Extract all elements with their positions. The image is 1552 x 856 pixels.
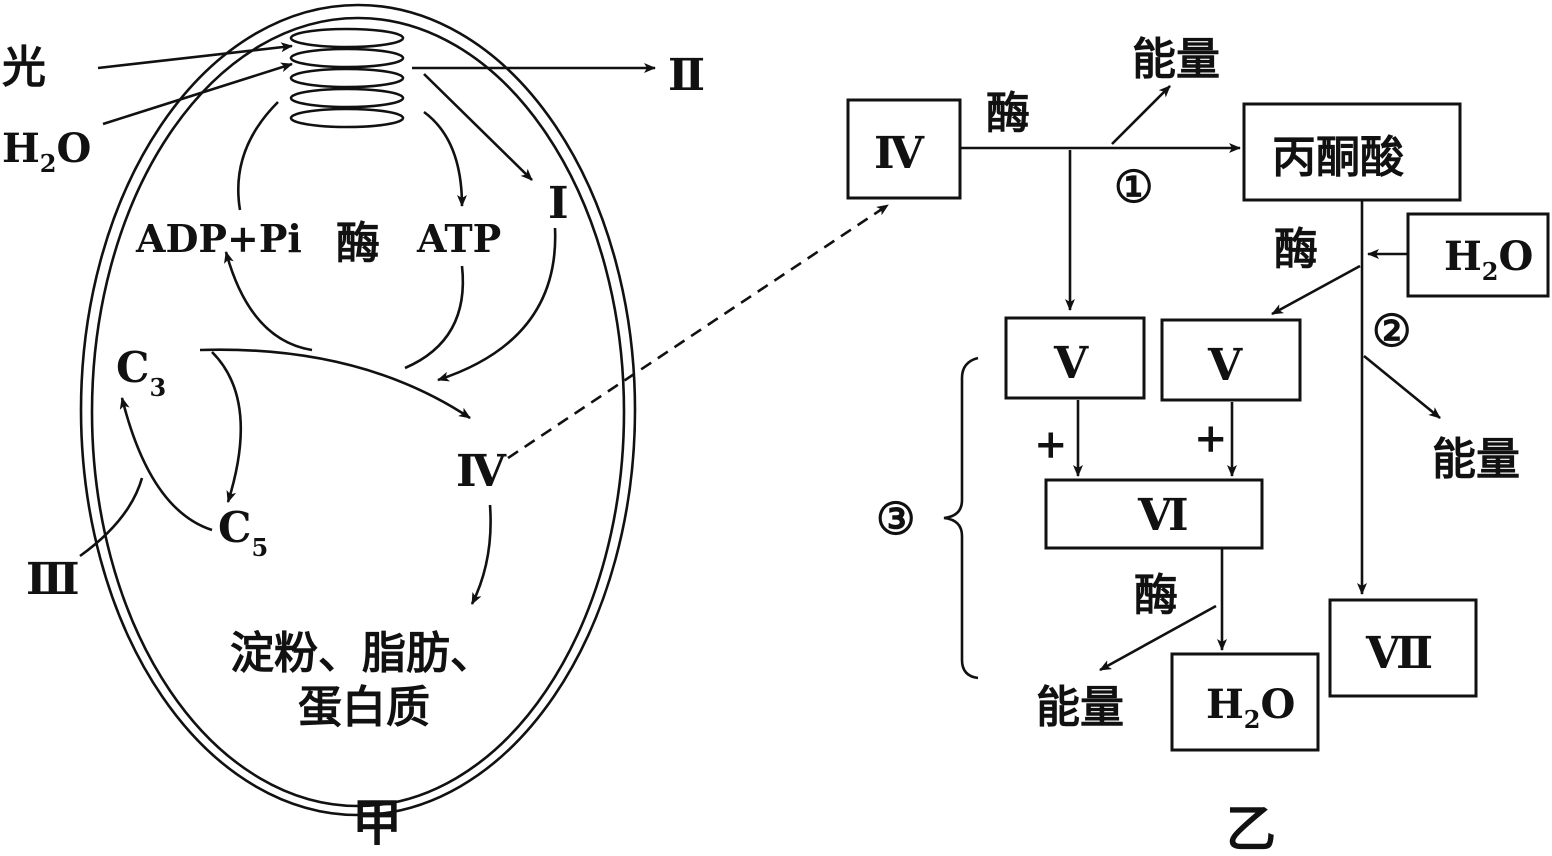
product-ii-label: Ⅱ bbox=[668, 50, 705, 101]
water-input-arrow bbox=[102, 62, 293, 126]
c5-to-c3-arrow bbox=[119, 397, 213, 532]
box-vi-label: Ⅵ bbox=[1137, 490, 1189, 541]
step3-label: ③ bbox=[876, 494, 915, 545]
light-label: 光 bbox=[2, 42, 46, 93]
caption-jia: 甲 bbox=[352, 793, 402, 852]
box-pyruvate bbox=[1242, 102, 1462, 202]
pyruvate-to-v-right-arrow bbox=[1271, 264, 1361, 316]
iii-label: Ⅲ bbox=[26, 554, 80, 605]
energy-right-label: 能量 bbox=[1432, 434, 1520, 485]
chloroplast-outer-membrane bbox=[79, 3, 637, 817]
box-vii bbox=[1328, 598, 1478, 698]
thylakoid-stack bbox=[289, 27, 405, 129]
product-i-label: Ⅰ bbox=[548, 178, 569, 229]
box-v-right bbox=[1160, 318, 1302, 402]
box-v-left-label: Ⅴ bbox=[1053, 338, 1089, 389]
enzyme-top: 酶 bbox=[986, 88, 1030, 139]
energy-bottom-label: 能量 bbox=[1036, 682, 1124, 733]
energy-right-arrow bbox=[1363, 354, 1441, 420]
i-to-iv-arrow bbox=[437, 227, 557, 382]
iv-label-left: Ⅳ bbox=[456, 446, 507, 497]
c3-label: C3 bbox=[116, 343, 166, 402]
box-water-out bbox=[1170, 652, 1320, 752]
box-vii-label: Ⅶ bbox=[1365, 628, 1433, 679]
storage-line1: 淀粉、脂肪、 bbox=[230, 628, 494, 679]
step1-label: ① bbox=[1114, 162, 1153, 213]
box-v-left bbox=[1004, 316, 1146, 400]
chloroplast-inner-membrane bbox=[90, 16, 626, 808]
energy-top-label: 能量 bbox=[1132, 34, 1220, 85]
caption-yi: 乙 bbox=[1226, 799, 1276, 856]
atp-to-c3-curve bbox=[404, 265, 465, 370]
plus-right: + bbox=[1194, 415, 1228, 462]
thylakoid-to-atp-arrow bbox=[423, 110, 467, 207]
plus-left: + bbox=[1034, 421, 1068, 468]
light-arrow bbox=[97, 42, 293, 70]
iv-to-storage-arrow bbox=[470, 504, 492, 605]
water-right-label: H2O bbox=[1444, 233, 1533, 286]
enzyme-bottom: 酶 bbox=[1134, 570, 1178, 621]
step2-label: ② bbox=[1372, 306, 1411, 357]
c3-to-adp-arrow bbox=[224, 251, 313, 352]
iv-link-dashed bbox=[507, 203, 889, 460]
step3-brace bbox=[943, 356, 979, 680]
pyruvate-label: 丙酮酸 bbox=[1272, 132, 1405, 183]
water-input-label: H2O bbox=[2, 125, 91, 178]
product-i-arrow bbox=[423, 73, 533, 181]
respiration-panel: Ⅳ 酶 能量 ① 丙酮酸 酶 H2O ② 能量 Ⅴ Ⅴ + + Ⅵ bbox=[846, 34, 1550, 856]
adp-label: ADP+Pi bbox=[135, 216, 302, 261]
storage-line2: 蛋白质 bbox=[298, 682, 430, 733]
enzyme-right: 酶 bbox=[1274, 224, 1318, 275]
adp-to-thylakoid-curve bbox=[236, 101, 279, 211]
box-iv-label: Ⅳ bbox=[874, 128, 925, 179]
c5-label: C5 bbox=[218, 503, 268, 562]
energy-top-arrow bbox=[1111, 85, 1171, 145]
chloroplast-panel: 光 H2O Ⅱ Ⅰ ADP+Pi 酶 ATP C3 C5 Ⅲ Ⅳ 淀粉、 bbox=[2, 3, 705, 852]
energy-bottom-arrow bbox=[1099, 604, 1217, 672]
atp-label: ATP bbox=[416, 216, 501, 261]
enzyme-label-left: 酶 bbox=[336, 218, 380, 269]
iii-input-line bbox=[79, 477, 144, 558]
water-out-label: H2O bbox=[1206, 681, 1295, 734]
box-vi bbox=[1044, 478, 1264, 550]
c3-to-iv-arrow bbox=[199, 348, 471, 420]
box-v-right-label: Ⅴ bbox=[1207, 340, 1243, 391]
c3-to-c5-arrow bbox=[211, 351, 243, 503]
